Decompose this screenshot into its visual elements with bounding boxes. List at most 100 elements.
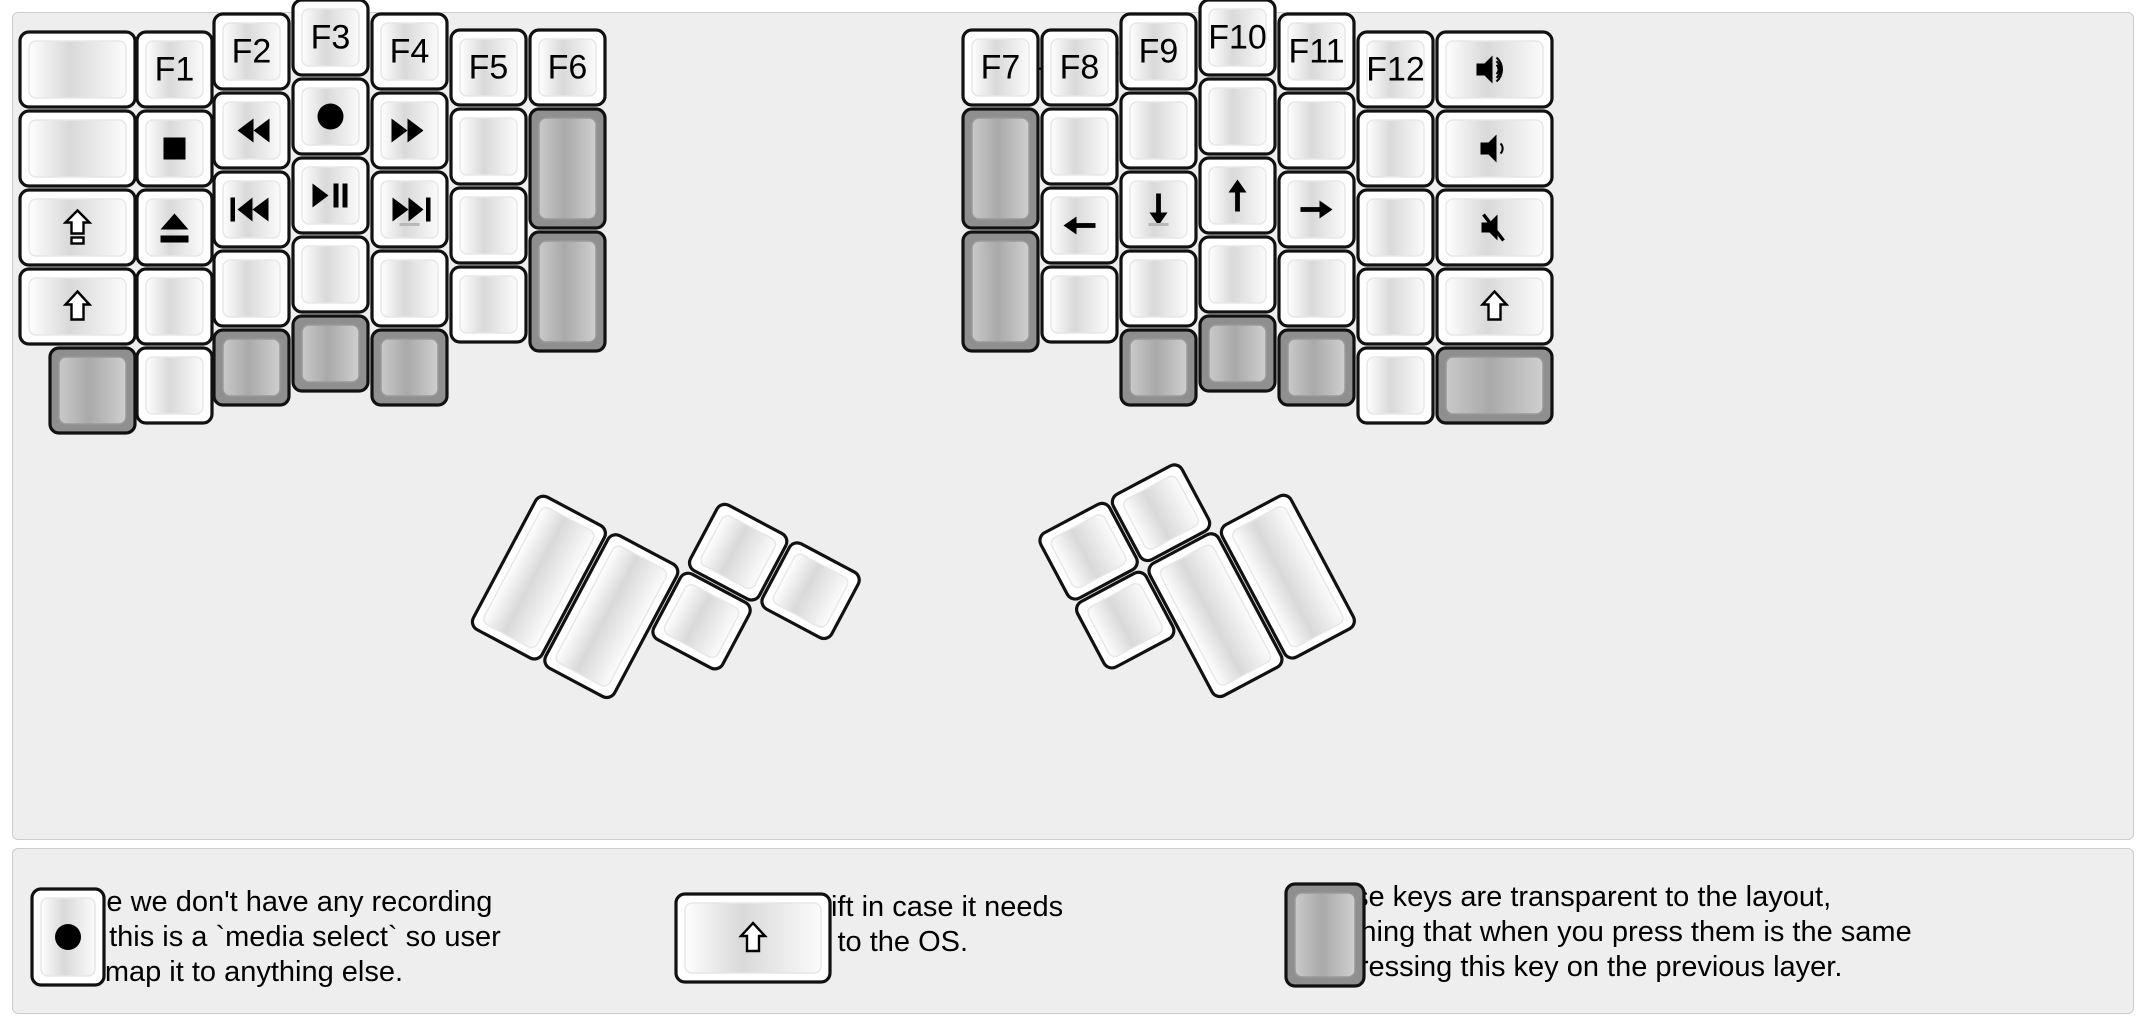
keycap-face <box>538 240 597 343</box>
key-left-pinky-outer-1[interactable] <box>18 109 137 188</box>
key-left-thumb-3[interactable] <box>759 540 863 642</box>
key-left-pinky-outer-3[interactable] <box>18 267 137 346</box>
key-left-pinky-2[interactable] <box>135 188 214 267</box>
key-right-ring-1[interactable] <box>1277 91 1356 170</box>
key-left-thumb-0[interactable] <box>469 493 608 662</box>
keycap-face <box>1287 22 1346 81</box>
key-right-thumb-0[interactable] <box>1037 500 1141 602</box>
key-left-pinky-outer-2[interactable] <box>18 188 137 267</box>
keycap-face <box>1159 544 1272 686</box>
key-left-ring-3[interactable] <box>212 249 291 328</box>
key-left-index-1[interactable] <box>370 91 449 170</box>
key-right-pinky-0[interactable]: F12 <box>1356 30 1435 109</box>
key-left-inner-2[interactable] <box>449 186 528 265</box>
keycap-face <box>971 240 1030 343</box>
key-left-ring-4[interactable] <box>212 328 291 407</box>
key-right-middle-1[interactable] <box>1198 77 1277 156</box>
key-right-inner-most-2[interactable] <box>961 230 1040 353</box>
record-icon <box>317 103 344 130</box>
key-right-ring-0[interactable]: F11 <box>1277 12 1356 91</box>
key-right-pinky-4[interactable] <box>1356 346 1435 425</box>
key-right-middle-0[interactable]: F10 <box>1198 0 1277 77</box>
keycap-face <box>1208 8 1267 67</box>
key-left-inner-most-2[interactable] <box>528 230 607 353</box>
key-left-middle-1[interactable] <box>291 77 370 156</box>
key-left-ring-0[interactable]: F2 <box>212 12 291 91</box>
homing-bump-icon <box>399 223 420 226</box>
key-left-middle-2[interactable] <box>291 156 370 235</box>
key-right-index-3[interactable] <box>1119 249 1198 328</box>
keycap-label: F8 <box>1060 49 1100 87</box>
key-right-pinky-outer-3[interactable] <box>1435 267 1554 346</box>
key-right-inner-0[interactable]: F8 <box>1040 28 1119 107</box>
key-right-ring-4[interactable] <box>1277 328 1356 407</box>
key-right-pinky-2[interactable] <box>1356 188 1435 267</box>
key-left-inner-3[interactable] <box>449 265 528 344</box>
key-right-inner-most-1[interactable] <box>961 107 1040 230</box>
keycap-face <box>1366 198 1425 257</box>
key-left-middle-3[interactable] <box>291 235 370 314</box>
key-right-pinky-outer-2[interactable] <box>1435 188 1554 267</box>
key-left-pinky-3[interactable] <box>135 267 214 346</box>
key-right-index-2[interactable] <box>1119 170 1198 249</box>
fast-forward-icon <box>391 118 424 143</box>
key-left-index-2[interactable] <box>370 170 449 249</box>
key-left-index-3[interactable] <box>370 249 449 328</box>
legend-panel <box>12 848 2134 1014</box>
key-left-ring-2[interactable] <box>212 170 291 249</box>
key-left-index-4[interactable] <box>370 328 449 407</box>
key-left-thumb-4[interactable] <box>650 570 754 672</box>
key-left-inner-0[interactable]: F5 <box>449 28 528 107</box>
keycap-label: F4 <box>390 33 430 71</box>
key-right-thumb-1[interactable] <box>1109 462 1213 564</box>
key-right-thumb-4[interactable] <box>1218 492 1357 661</box>
key-left-index-0[interactable]: F4 <box>370 12 449 91</box>
key-left-pinky-1[interactable] <box>135 109 214 188</box>
key-right-inner-3[interactable] <box>1040 265 1119 344</box>
key-left-inner-most-1[interactable] <box>528 107 607 230</box>
key-right-inner-1[interactable] <box>1040 107 1119 186</box>
key-right-index-0[interactable]: F9 <box>1119 12 1198 91</box>
keycap-face <box>700 515 777 590</box>
key-right-index-1[interactable] <box>1119 91 1198 170</box>
arrow-right-icon <box>1300 200 1333 219</box>
key-left-pinky-4[interactable] <box>135 346 214 425</box>
key-left-inner-most-0[interactable]: F6 <box>528 28 607 107</box>
key-right-inner-2[interactable] <box>1040 186 1119 265</box>
legend-keycap-transparent[interactable] <box>1284 882 1366 988</box>
key-left-ring-1[interactable] <box>212 91 291 170</box>
key-right-pinky-1[interactable] <box>1356 109 1435 188</box>
key-left-thumb-2[interactable] <box>686 501 790 603</box>
keycap-face <box>1445 356 1544 415</box>
legend-key-transparent <box>1284 882 1366 988</box>
arrow-up-icon <box>1228 179 1247 212</box>
keycap-face <box>663 583 740 659</box>
key-right-thumb-3[interactable] <box>1146 531 1285 700</box>
play-pause-icon <box>312 183 348 208</box>
keycap-face <box>301 166 360 225</box>
key-right-middle-3[interactable] <box>1198 235 1277 314</box>
volume-down-icon <box>1480 134 1504 163</box>
keycap-face <box>1123 475 1199 550</box>
key-left-middle-4[interactable] <box>291 314 370 393</box>
key-right-middle-4[interactable] <box>1198 314 1277 393</box>
key-right-middle-2[interactable] <box>1198 156 1277 235</box>
legend-keycap-record[interactable] <box>30 887 106 987</box>
key-right-ring-3[interactable] <box>1277 249 1356 328</box>
key-right-pinky-outer-4[interactable] <box>1435 346 1554 425</box>
key-right-inner-most-0[interactable]: F7 <box>961 28 1040 107</box>
key-left-thumb-1[interactable] <box>542 532 681 701</box>
key-left-pinky-outer-thumbmod[interactable] <box>48 346 137 435</box>
key-left-middle-0[interactable]: F3 <box>291 0 370 77</box>
key-right-thumb-2[interactable] <box>1073 569 1177 671</box>
key-left-inner-1[interactable] <box>449 107 528 186</box>
key-right-index-4[interactable] <box>1119 328 1198 407</box>
key-right-pinky-outer-1[interactable] <box>1435 109 1554 188</box>
legend-keycap-shift[interactable] <box>674 892 832 984</box>
key-left-pinky-outer-0[interactable] <box>18 30 137 109</box>
key-right-pinky-outer-0[interactable] <box>1435 30 1554 109</box>
key-left-pinky-0[interactable]: F1 <box>135 30 214 109</box>
key-right-ring-2[interactable] <box>1277 170 1356 249</box>
keycap-face <box>222 259 281 318</box>
key-right-pinky-3[interactable] <box>1356 267 1435 346</box>
